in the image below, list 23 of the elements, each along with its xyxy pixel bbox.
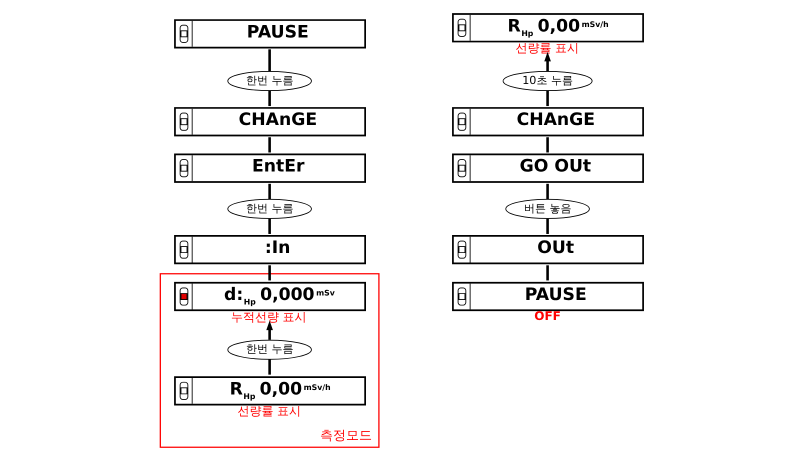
connector: [268, 360, 271, 375]
arrow: [266, 320, 273, 340]
connector: [546, 90, 549, 106]
connector: [546, 184, 549, 200]
node-ellipse: 한번 누름: [227, 340, 312, 360]
node-label: OFF: [534, 308, 561, 323]
node-label: 누적선량 표시: [230, 310, 307, 324]
node-ellipse: 버튼 놓음: [505, 198, 590, 219]
connector: [268, 137, 271, 152]
node-label: 선량률 표시: [237, 404, 302, 418]
connector: [268, 49, 271, 72]
arrow: [544, 52, 551, 72]
node-label: 선량률 표시: [515, 41, 580, 56]
connector: [546, 265, 549, 280]
connector: [546, 137, 549, 152]
connector: [268, 184, 271, 200]
connector: [546, 218, 549, 234]
connector: [268, 218, 271, 234]
connector: [268, 265, 271, 280]
node-ellipse: 한번 누름: [227, 71, 312, 91]
node-ellipse: 10초 누름: [502, 71, 593, 91]
connector: [268, 90, 271, 106]
node-ellipse: 한번 누름: [227, 198, 312, 219]
